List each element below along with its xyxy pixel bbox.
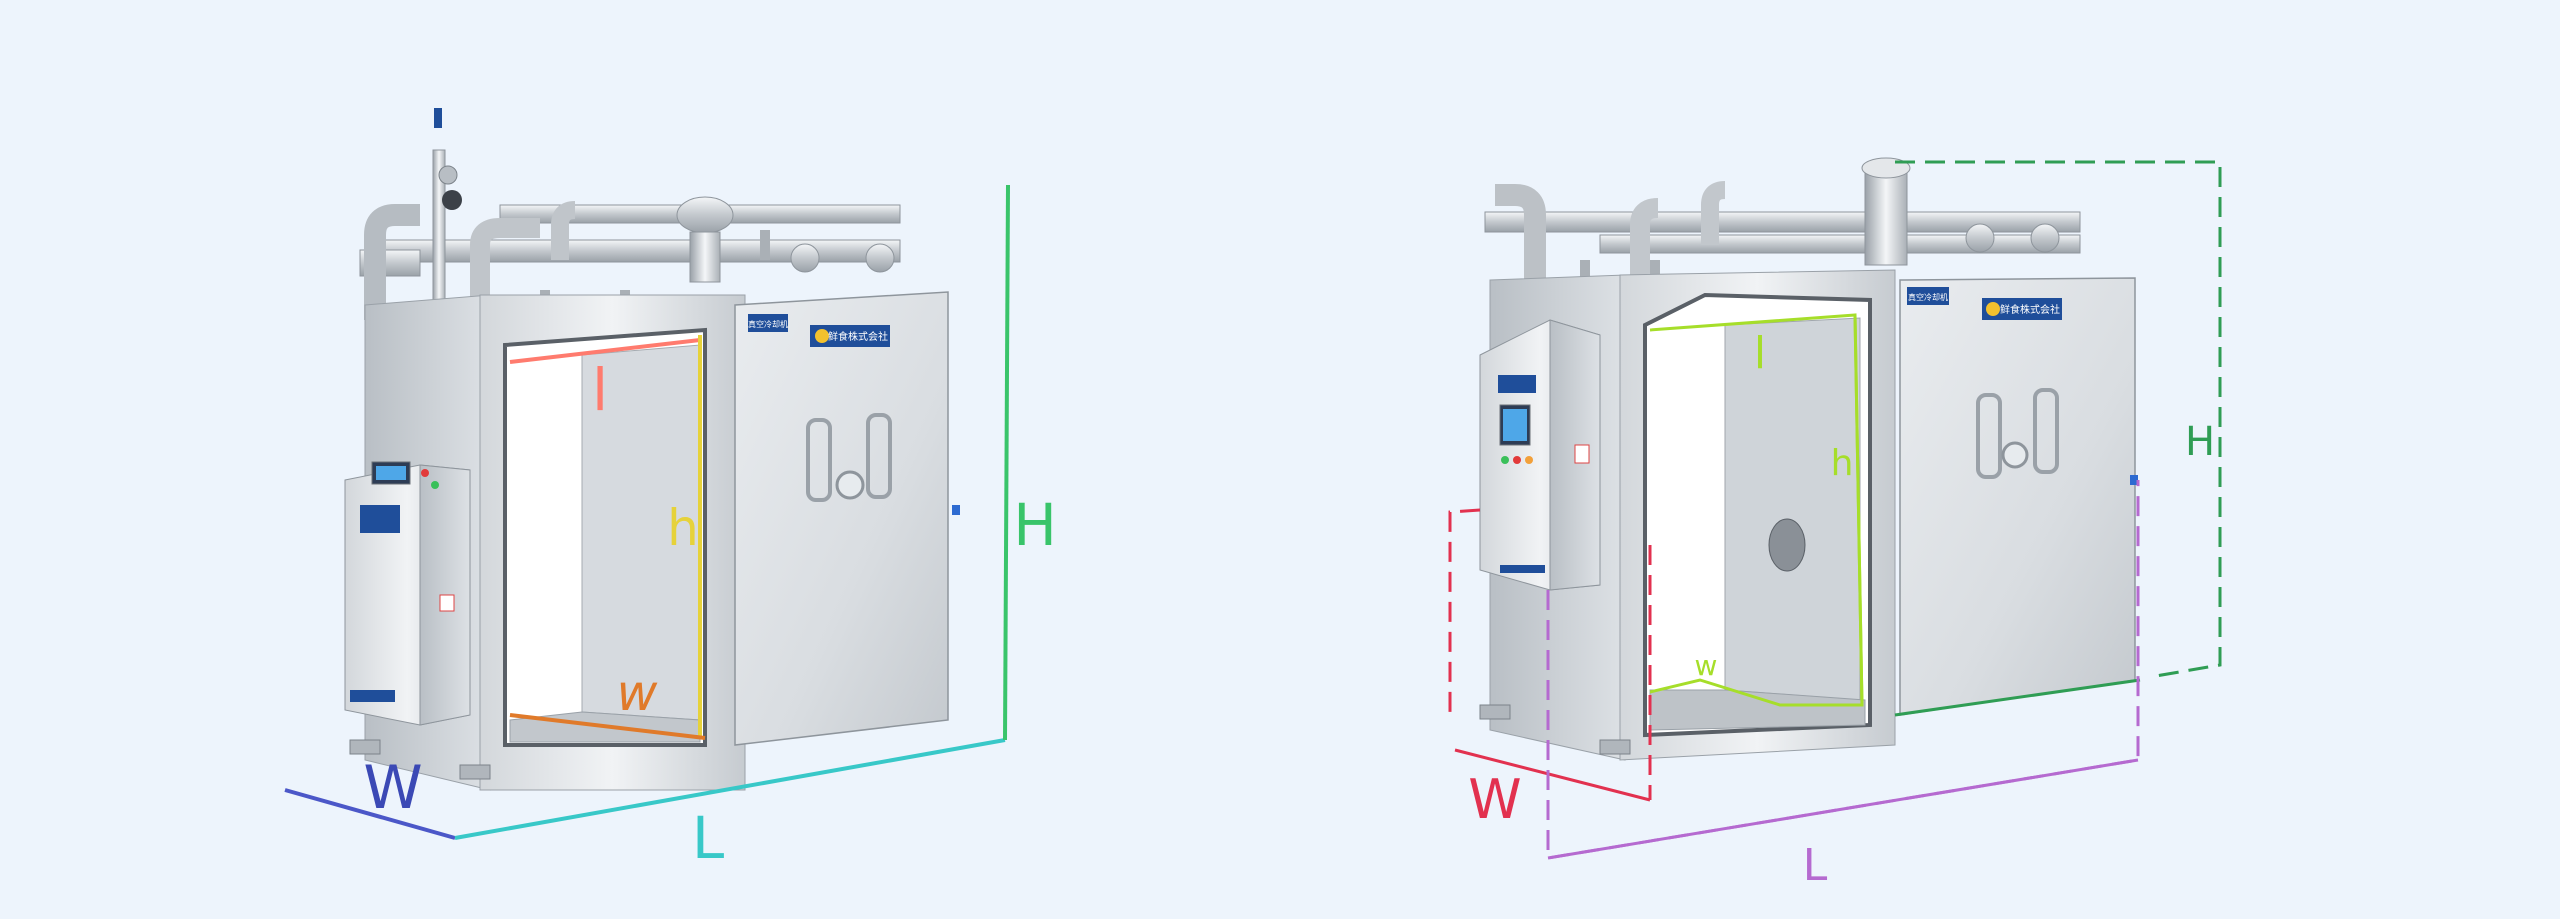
label-L-right: L: [1803, 840, 1828, 891]
brand-logo-icon: [1986, 302, 2000, 316]
label-W-right: W: [1468, 768, 1521, 831]
right-chamber-back: [1724, 317, 1861, 701]
dim-line-W-right-dash: [1448, 508, 1481, 720]
right-nameplate-text: 真空冷却机: [1908, 292, 1948, 302]
label-l-left: l: [592, 356, 608, 424]
label-w-right: w: [1695, 649, 1718, 682]
right-door-panel: [1899, 277, 2136, 716]
label-l-right: l: [1754, 328, 1766, 379]
dim-line-L-right-dash: [1546, 480, 2140, 860]
left-door-handle-1: [806, 418, 832, 502]
dim-line-H-right: [1895, 160, 2222, 679]
machine-right: 真空冷却机 鲜食株式会社 l h: [1448, 157, 2222, 891]
right-brand-text: 鲜食株式会社: [2000, 303, 2060, 316]
left-brand-text: 鲜食株式会社: [828, 330, 888, 343]
left-door-panel: [734, 291, 949, 746]
dim-line-W-left: [284, 788, 456, 840]
brand-logo-icon: [815, 329, 829, 343]
dim-line-l-left: [509, 338, 701, 364]
dim-line-w-left: [509, 713, 706, 740]
right-door-handle-1: [1976, 393, 2002, 479]
label-W-left: W: [363, 753, 422, 823]
left-nameplate: [748, 314, 788, 332]
label-H-right: H: [2185, 419, 2215, 465]
dim-line-h-right: [1853, 314, 1864, 706]
label-h-right: h: [1831, 443, 1854, 484]
label-w-left: w: [617, 664, 658, 722]
label-h-left: h: [667, 499, 699, 557]
left-brand-plate: [810, 325, 890, 347]
right-control-box: [1479, 319, 1601, 591]
dim-line-L-right: [1547, 758, 2139, 860]
warning-label-icon: [439, 594, 455, 612]
right-chamber-floor: [1649, 689, 1866, 731]
right-top-pipes: [1484, 157, 2081, 285]
label-H-left: H: [1013, 491, 1057, 559]
right-chamber-port: [1768, 518, 1806, 572]
right-door-handle-2: [2033, 388, 2059, 474]
right-door-window: [2001, 441, 2029, 469]
dim-line-H-right-base: [1894, 678, 2141, 717]
warning-label-icon: [1574, 444, 1590, 464]
left-door-latch: [952, 505, 960, 515]
right-door-latch: [2130, 475, 2138, 485]
left-door-window: [835, 470, 865, 500]
right-nameplate: [1907, 287, 1949, 305]
left-top-pipes: [359, 196, 901, 320]
left-door-handle-2: [866, 413, 892, 499]
left-control-box: [344, 461, 471, 726]
dim-line-W-right: [1454, 748, 1651, 802]
dim-line-L-left: [454, 738, 1006, 840]
label-L-left: L: [692, 804, 724, 872]
left-vent-valve: [432, 108, 462, 301]
dim-line-H-left: [1003, 184, 1010, 741]
right-brand-plate: [1982, 298, 2062, 320]
machine-left: 真空冷却机 鲜食株式会社 l h w W L: [284, 108, 1057, 872]
left-nameplate-text: 真空冷却机: [748, 319, 788, 329]
dim-line-inner-right: [1649, 313, 1864, 707]
